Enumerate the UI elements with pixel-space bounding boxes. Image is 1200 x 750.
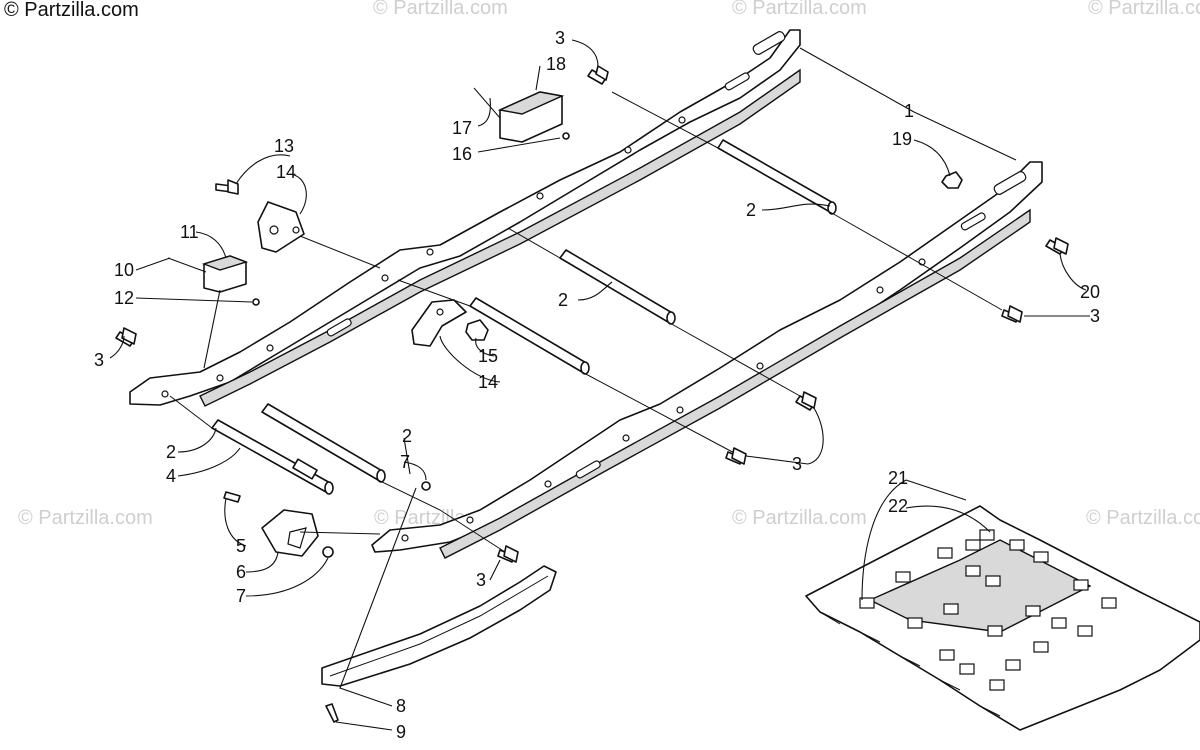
callout-1: 1 (904, 101, 914, 121)
callout-11: 11 (180, 222, 199, 242)
callout-3: 3 (476, 570, 486, 590)
cross-shaft-front-with-spacer (211, 419, 334, 495)
watermark-top-4: © Partzilla.com (1088, 0, 1200, 19)
bracket-lower (411, 299, 467, 347)
callout-7: 7 (236, 586, 246, 606)
callout-20: 20 (1080, 282, 1100, 302)
cross-shaft-front (261, 403, 386, 483)
callout-3: 3 (555, 28, 565, 48)
callout-3: 3 (94, 350, 104, 370)
callout-9: 9 (396, 722, 406, 742)
callout-15: 15 (478, 346, 498, 366)
callout-13: 13 (274, 136, 294, 156)
callout-5: 5 (236, 536, 246, 556)
callout-labels: 3 18 17 16 1 19 20 3 2 2 3 13 14 11 10 1… (94, 28, 1100, 742)
callout-10: 10 (114, 260, 134, 280)
callout-2: 2 (558, 290, 568, 310)
cross-shaft-rear (717, 139, 837, 215)
callout-3: 3 (792, 454, 802, 474)
slide-rail-right (371, 161, 1043, 559)
callout-16: 16 (452, 144, 472, 164)
cross-shaft-mid-upper (559, 249, 676, 325)
watermark-top-2: © Partzilla.com (373, 0, 508, 19)
callout-6: 6 (236, 562, 246, 582)
alignment-lines (169, 91, 1003, 553)
nut-icon (465, 319, 489, 341)
washer-icon (252, 132, 570, 558)
slide-rail-left (129, 29, 801, 407)
callout-2: 2 (746, 200, 756, 220)
bolt-icon (115, 327, 137, 347)
drive-track (805, 505, 1200, 731)
callout-14: 14 (276, 162, 296, 182)
bracket-upper (257, 201, 305, 253)
leader-lines (109, 39, 1090, 731)
callout-2: 2 (166, 442, 176, 462)
nut-icon (941, 171, 963, 189)
callout-7: 7 (400, 452, 410, 472)
callout-17: 17 (452, 118, 472, 138)
bolt-icon (1045, 237, 1069, 255)
bolt-icon (795, 391, 817, 411)
bolt-icon (497, 545, 519, 563)
bolt-icon (215, 179, 239, 195)
bolt-icon (223, 491, 241, 503)
watermark-top-3: © Partzilla.com (732, 0, 867, 19)
watermark-mid-3: © Partzilla.com (732, 507, 867, 529)
callout-14: 14 (478, 372, 498, 392)
watermark-mid-1: © Partzilla.com (18, 507, 153, 529)
callout-12: 12 (114, 288, 134, 308)
wear-strip (321, 565, 557, 723)
callout-2: 2 (402, 426, 412, 446)
callout-4: 4 (166, 466, 176, 486)
bolt-icon (1001, 305, 1023, 323)
callout-18: 18 (546, 54, 566, 74)
callout-22: 22 (888, 496, 908, 516)
callout-21: 21 (888, 468, 908, 488)
callout-3: 3 (1090, 306, 1100, 326)
watermark-top-left: © Partzilla.com (4, 0, 139, 21)
rubber-stop (261, 509, 319, 557)
watermark-mid-4: © Partzilla.com (1086, 507, 1200, 529)
callout-8: 8 (396, 696, 406, 716)
bumper-block-rear (473, 87, 565, 143)
bumper-block-front (167, 255, 249, 293)
bolt-icon (587, 65, 609, 85)
callout-19: 19 (892, 129, 912, 149)
cross-shaft-mid-lower (469, 297, 590, 375)
bolt-icon (725, 447, 747, 465)
